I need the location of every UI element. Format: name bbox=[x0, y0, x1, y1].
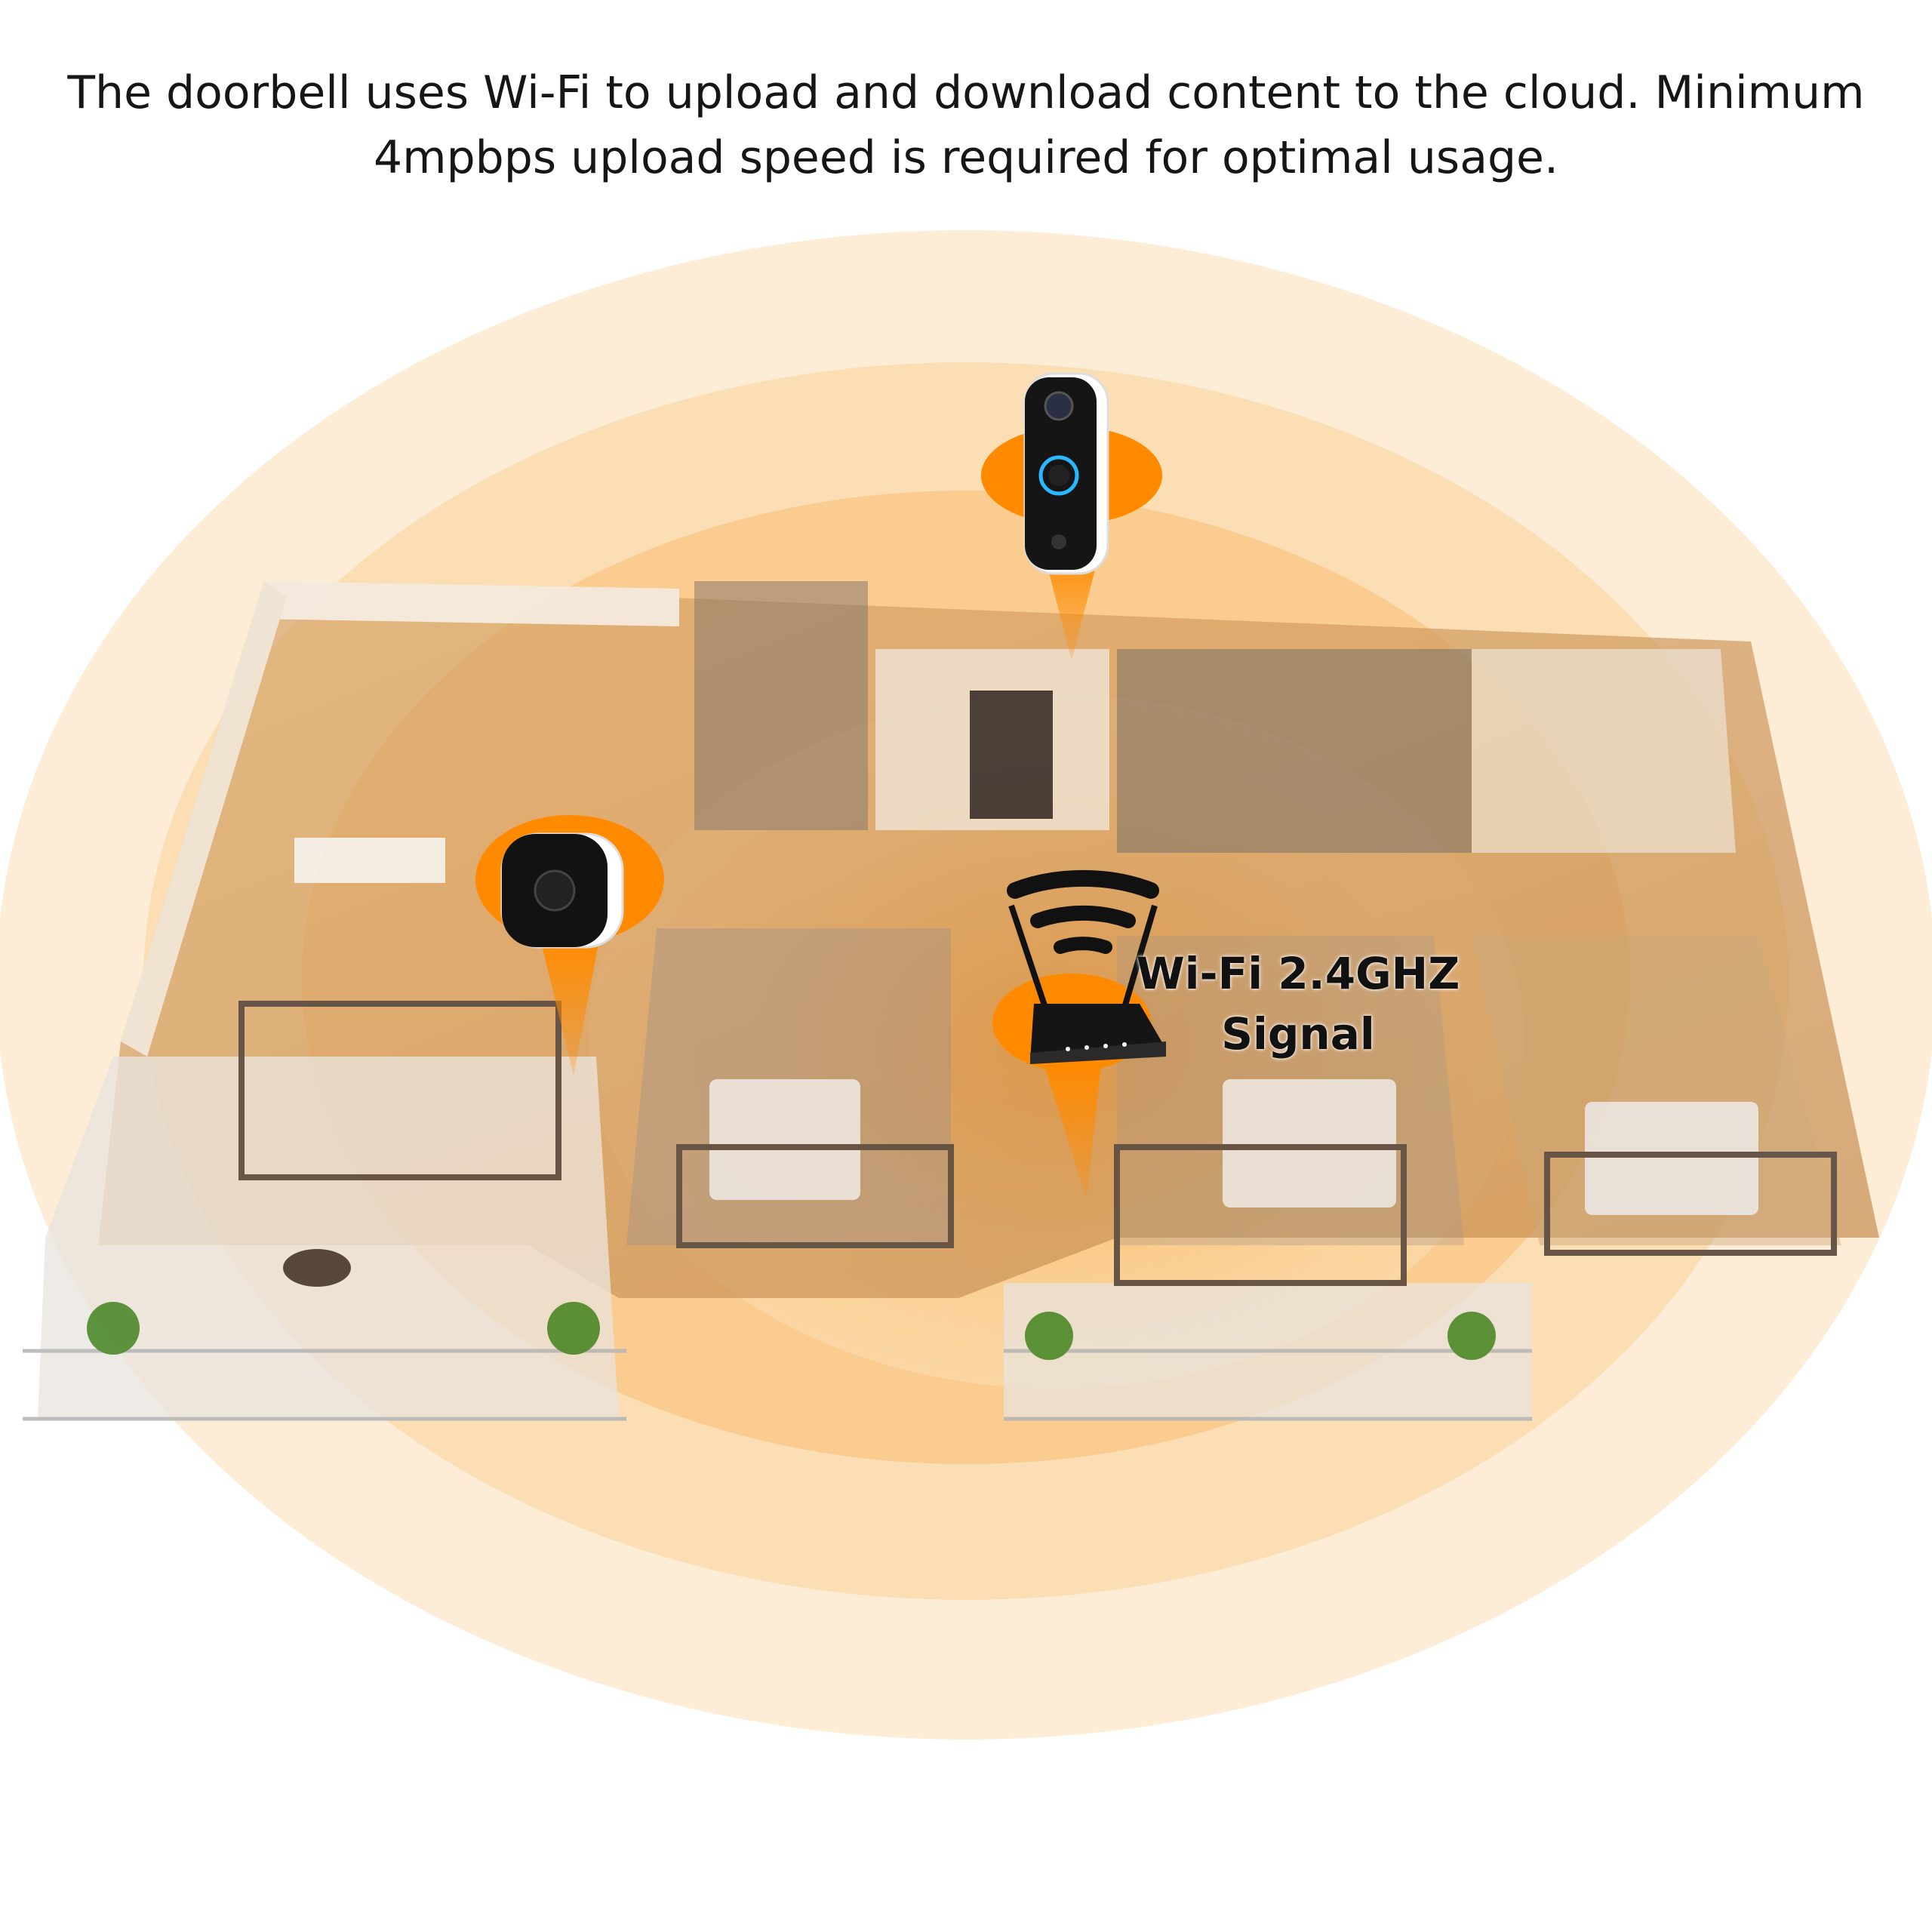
caption-line-1: The doorbell uses Wi-Fi to upload and do… bbox=[67, 66, 1865, 119]
doorbell-icon bbox=[981, 372, 1162, 660]
caption-text: The doorbell uses Wi-Fi to upload and do… bbox=[60, 60, 1872, 190]
router-label-line-2: Signal bbox=[1221, 1008, 1375, 1060]
caption-line-2: 4mpbps upload speed is required for opti… bbox=[373, 131, 1559, 184]
apartment-floor bbox=[23, 581, 1879, 1421]
indoor-chime-icon bbox=[475, 815, 664, 1075]
router-label: Wi-Fi 2.4GHZ Signal bbox=[1117, 943, 1479, 1064]
wifi-router-icon bbox=[992, 904, 1166, 1200]
router-label-line-1: Wi-Fi 2.4GHZ bbox=[1136, 948, 1460, 999]
wifi-waves-icon bbox=[1007, 869, 1159, 954]
